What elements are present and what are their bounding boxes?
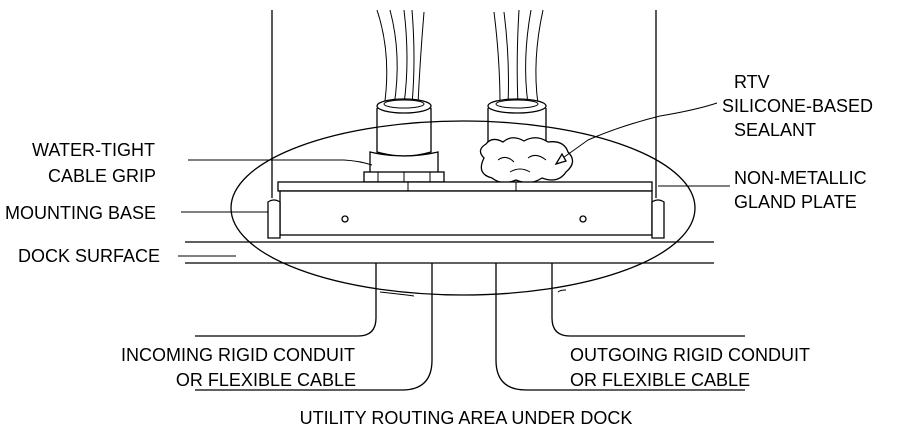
screw-hole-right	[579, 215, 587, 223]
left-wires	[376, 9, 425, 109]
grip-label-1: WATER-TIGHT	[32, 140, 155, 160]
outgoing-label-2: OR FLEXIBLE CABLE	[570, 370, 750, 390]
cable-grip	[363, 98, 445, 183]
dock-surface-label: DOCK SURFACE	[18, 246, 160, 266]
screw-hole-left	[341, 215, 349, 223]
incoming-conduit	[195, 263, 433, 391]
gland-plate	[277, 181, 653, 192]
incoming-label-2: OR FLEXIBLE CABLE	[176, 370, 356, 390]
mounting-base-right-flange	[651, 199, 665, 239]
rtv-label-1: RTV	[734, 72, 770, 92]
rtv-label-3: SEALANT	[734, 120, 816, 140]
mounting-base-label: MOUNTING BASE	[5, 203, 156, 223]
sealant-tube	[479, 98, 574, 184]
mounting-base	[279, 190, 653, 236]
leader-lines	[178, 102, 730, 297]
detail-ellipse	[230, 120, 696, 296]
gland-plate-label-2: GLAND PLATE	[734, 192, 857, 212]
right-wires	[493, 9, 544, 105]
rtv-label-2: SILICONE-BASED	[722, 96, 873, 116]
outgoing-label-1: OUTGOING RIGID CONDUIT	[570, 345, 810, 365]
incoming-label-1: INCOMING RIGID CONDUIT	[121, 345, 355, 365]
mounting-base-left-flange	[267, 199, 281, 239]
routing-area-label: UTILITY ROUTING AREA UNDER DOCK	[300, 408, 633, 428]
gland-plate-label-1: NON-METALLIC	[734, 168, 867, 188]
grip-label-2: CABLE GRIP	[48, 166, 156, 186]
outgoing-conduit	[495, 263, 745, 391]
